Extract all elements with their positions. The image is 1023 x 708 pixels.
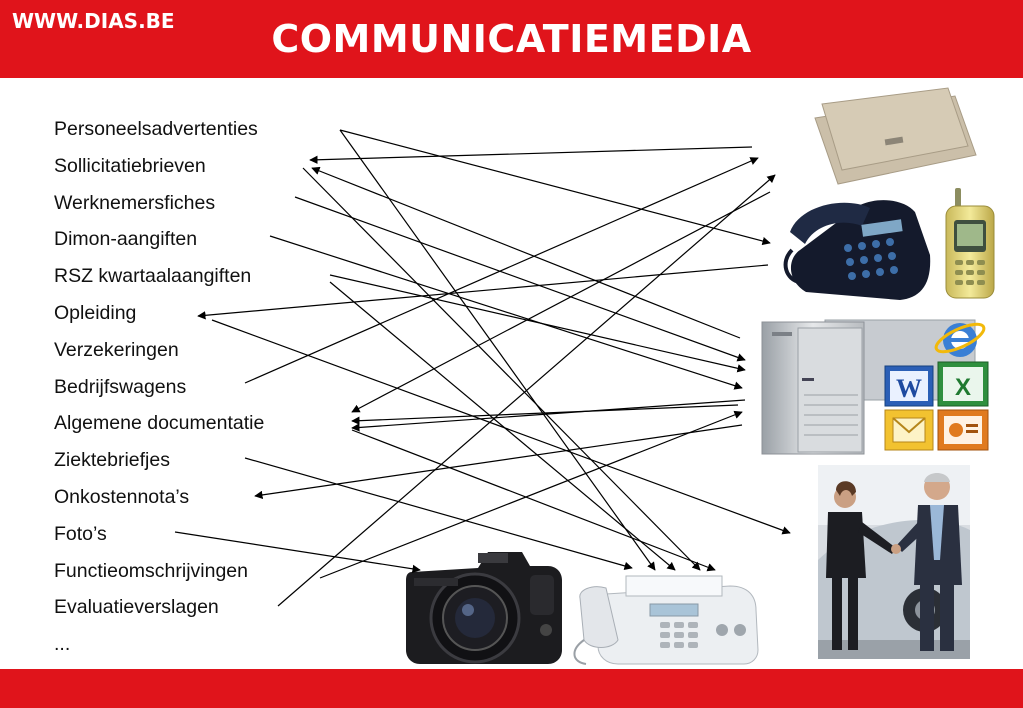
envelope-icon	[814, 87, 977, 185]
arrow	[277, 174, 776, 607]
arrow	[309, 146, 753, 164]
meeting-photo-icon	[818, 465, 970, 659]
word-icon: W	[884, 365, 934, 407]
arrow	[351, 399, 746, 432]
fax-icon	[573, 575, 759, 665]
list-item: Personeelsadvertenties	[54, 118, 258, 140]
camera-icon	[406, 552, 562, 664]
list-item: RSZ kwartaalaangiften	[54, 265, 252, 288]
page-title: COMMUNICATIEMEDIA	[271, 17, 752, 61]
list-item: Algemene documentatie	[54, 412, 265, 435]
list-item: Sollicitatiebrieven	[54, 154, 206, 177]
list-item: ...	[54, 633, 71, 656]
list-item: Functieomschrijvingen	[54, 559, 249, 582]
arrow	[254, 424, 743, 500]
arrow	[244, 457, 633, 570]
desk-phone-icon	[783, 200, 931, 300]
list-item: Dimon-aangiften	[54, 228, 198, 251]
mobile-phone-icon	[945, 188, 995, 299]
list-item: Opleiding	[54, 301, 137, 324]
arrow	[339, 129, 656, 571]
list-item: Onkostennota’s	[54, 485, 190, 508]
footer-url[interactable]: WWW.DIAS.BE	[12, 9, 175, 33]
excel-icon: X	[937, 361, 989, 407]
arrow	[311, 166, 741, 339]
arrow	[351, 429, 716, 572]
ie-icon	[934, 322, 986, 357]
arrow	[302, 167, 701, 571]
list-item: Ziektebriefjes	[54, 449, 170, 472]
arrow	[244, 157, 759, 384]
arrow	[351, 191, 771, 413]
arrow	[319, 410, 743, 579]
arrow	[329, 274, 746, 373]
footer-bar	[0, 669, 1023, 708]
arrow	[197, 264, 769, 320]
list-item: Werknemersfiches	[54, 191, 216, 214]
list-item: Evaluatieverslagen	[54, 596, 219, 619]
document-list: Personeelsadvertenties Sollicitatiebriev…	[54, 116, 264, 668]
arrow	[329, 281, 676, 571]
arrow	[351, 404, 739, 425]
powerpoint-icon	[937, 409, 989, 451]
list-item: Foto’s	[54, 522, 107, 545]
arrow	[174, 531, 421, 573]
svg-text:X: X	[955, 374, 971, 401]
arrow	[294, 196, 746, 362]
arrow	[269, 235, 743, 390]
list-item: Bedrijfswagens	[54, 375, 187, 398]
outlook-icon	[884, 409, 934, 451]
arrow	[339, 129, 771, 246]
list-item: Verzekeringen	[54, 338, 179, 361]
svg-text:W: W	[896, 374, 922, 403]
header-bar	[0, 0, 1023, 78]
arrow	[211, 319, 791, 535]
